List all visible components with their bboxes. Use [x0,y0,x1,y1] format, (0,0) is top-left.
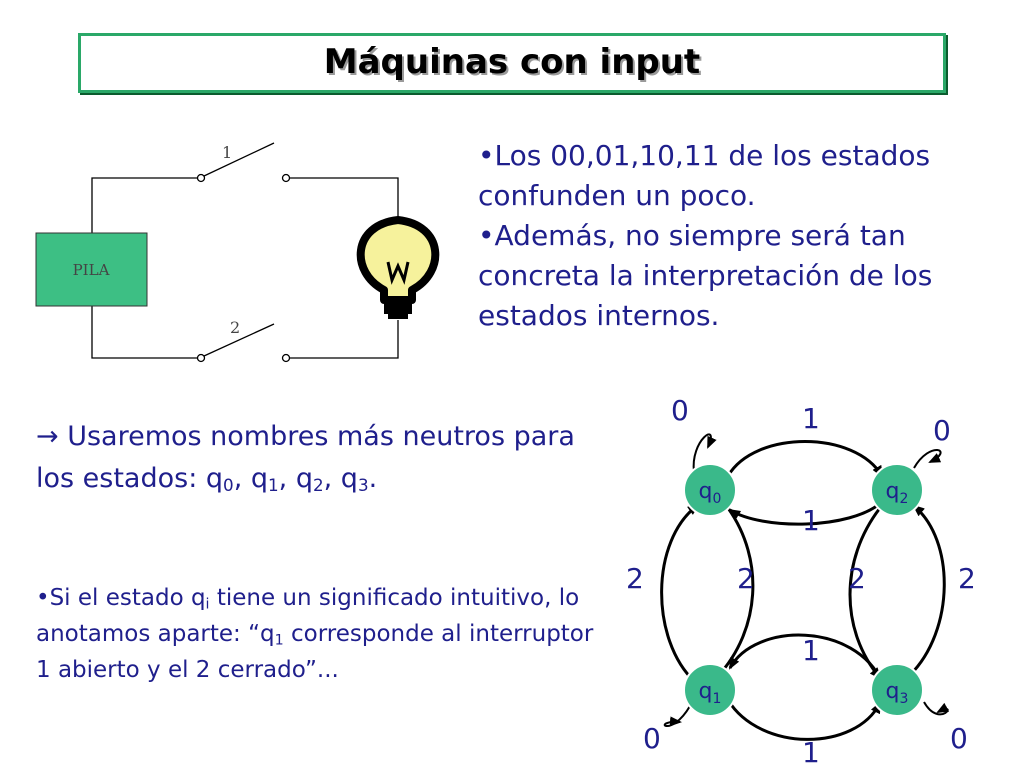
state-diagram: q0 q2 q1 q3 0 0 0 0 1 1 1 1 2 2 2 2 [626,394,976,768]
circuit-diagram: 1 2 PILA [35,142,440,363]
switch-1-label: 1 [222,143,232,162]
loop-q1 [663,705,691,727]
neutral-names-paragraph: → Usaremos nombres más neutros para los … [36,421,575,496]
bullet-item: •Además, no siempre será tan concreta la… [478,219,933,332]
state-subscript: 2 [312,475,324,496]
state-node-q1 [683,663,737,717]
label-right-outer: 2 [958,562,976,595]
label-top-outer: 1 [802,402,820,435]
label-self-q3: 0 [950,722,968,755]
label-self-q1: 0 [643,722,661,755]
paragraph-lead: Usaremos nombres más neutros para los es… [36,421,575,494]
label-right-inner: 2 [848,562,866,595]
svg-text:q1: q1 [699,679,722,707]
loop-q2 [913,449,942,469]
edge-q2-q3-inner [848,507,882,680]
label-left-inner: 2 [737,562,755,595]
edge-q3-q2-outer [908,504,946,677]
transition-labels: 0 0 0 0 1 1 1 1 2 2 2 2 [626,394,976,768]
state-q1: q1 [683,663,737,717]
state-q2: q2 [870,463,924,517]
loop-q0 [692,433,717,473]
state-q3: q3 [870,663,924,717]
switch-2-label: 2 [230,318,240,337]
state-node-q0 [683,463,737,517]
label-bottom-inner: 1 [802,634,820,667]
title-box: Máquinas con input [78,33,946,93]
slide-title: Máquinas con input [323,42,701,82]
edge-q1-q3-bottom [726,699,882,741]
state-subscript: 0 [223,475,234,496]
edge-q2-q0-inner [728,500,883,526]
loop-q3 [923,701,950,716]
switch-2 [196,323,291,363]
state-subscript: 3 [357,475,369,496]
state-node-q3 [870,663,924,717]
state-node-q2 [870,463,924,517]
label-self-q2: 0 [933,414,951,447]
battery-label: PILA [73,261,110,279]
label-top-inner: 1 [802,504,820,537]
light-bulb-icon [356,216,440,319]
svg-text:q3: q3 [886,679,909,707]
label-left-outer: 2 [626,562,644,595]
edge-q0-q2-top [726,440,884,478]
bullet-item: •Los 00,01,10,11 de los estados confunde… [478,139,931,212]
label-self-q0: 0 [671,394,689,427]
svg-text:q2: q2 [886,479,909,507]
intuitive-meaning-note: •Si el estado qi tiene un significado in… [36,585,594,683]
battery [35,232,148,307]
svg-text:q0: q0 [699,479,722,507]
edge-q0-q1-inner [716,507,755,678]
right-arrow-icon: → [36,421,59,452]
edge-q1-q0-outer [660,503,700,684]
transition-edges [660,433,950,741]
state-subscript: 1 [268,475,279,496]
state-q0: q0 [683,463,737,517]
switch-1 [196,142,291,183]
intro-bullets: •Los 00,01,10,11 de los estados confunde… [478,136,998,336]
label-bottom-outer: 1 [802,736,820,768]
